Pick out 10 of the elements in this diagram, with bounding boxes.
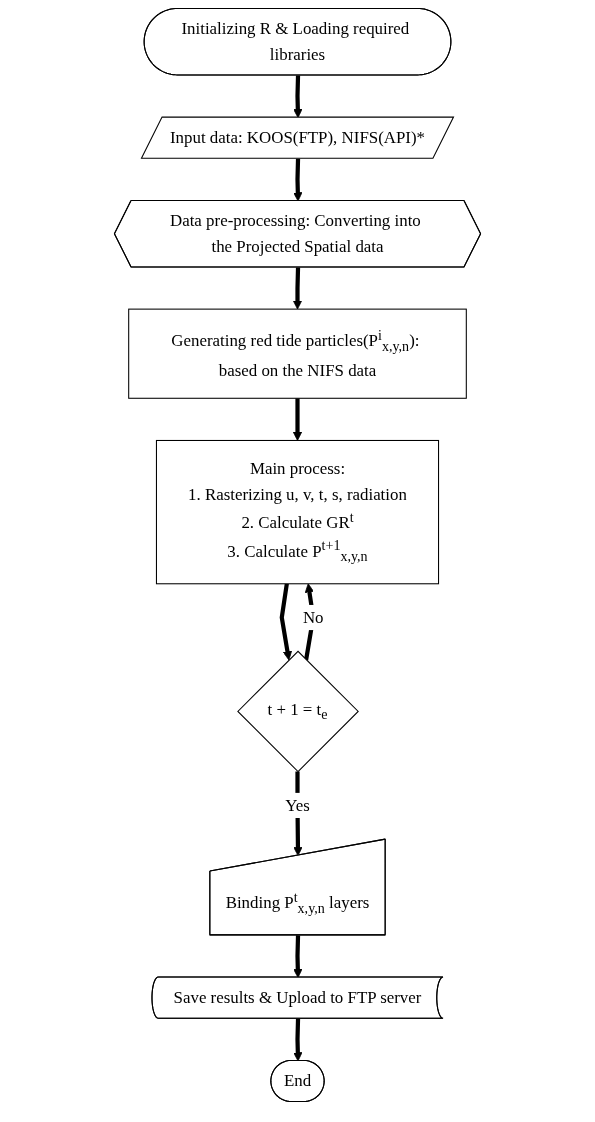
node-box: Generating red tide particles(P$^{i}$$_{x,y,n}$): based on the NIFS data	[128, 308, 467, 399]
arrow	[293, 935, 303, 978]
edge-label: Yes	[285, 795, 310, 814]
arrow	[293, 1018, 303, 1062]
arrow	[279, 583, 293, 661]
arrow	[292, 267, 303, 310]
edge-label: No	[302, 608, 324, 626]
arrow	[293, 158, 303, 202]
node-diamond: t + 1 = t$_{e}$	[237, 650, 359, 773]
arrow	[292, 398, 303, 441]
